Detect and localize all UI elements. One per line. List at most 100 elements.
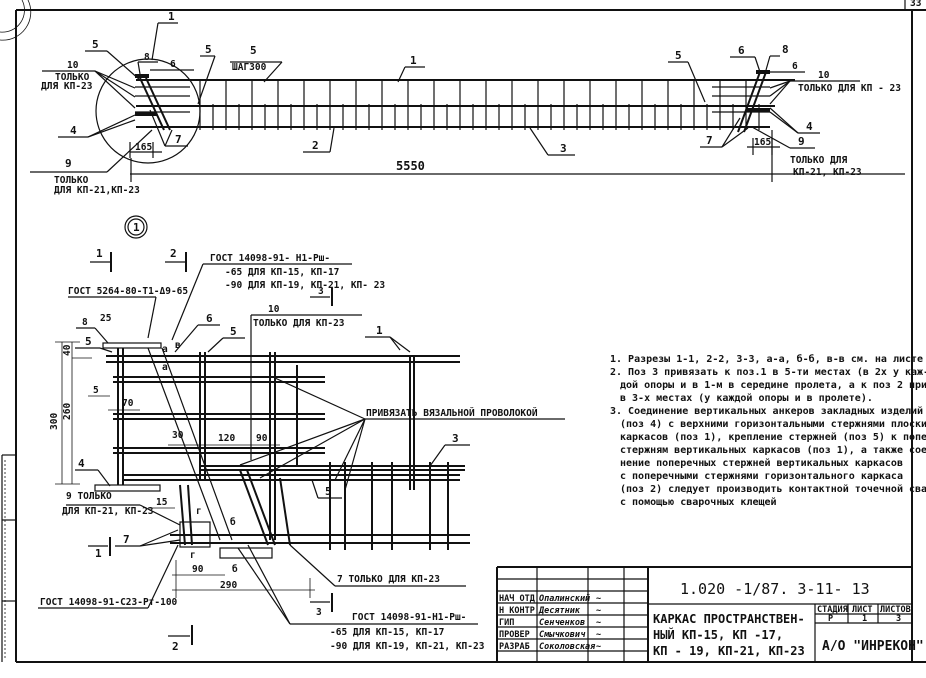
note-only-kp23-left-2: ДЛЯ КП-23 [41, 81, 93, 92]
callout-pos2: 2 [312, 139, 319, 152]
callout-pos5-left: 5 [92, 38, 99, 51]
callout-pos8-right: 8 [782, 43, 789, 56]
gost-14098-top-line2: -65 ДЛЯ КП-15, КП-17 [225, 267, 339, 278]
dim-90-upper: 90 [256, 433, 268, 444]
detail-callout-pos7: 7 [123, 533, 130, 546]
note-only-kp21-left-1: ТОЛЬКО [54, 175, 89, 186]
signature-name: Сенченков [539, 618, 585, 628]
detail-pos7-only-kp23: 7 ТОЛЬКО ДЛЯ КП-23 [337, 574, 440, 585]
detail-callout-pos5-a: 5 [85, 335, 92, 348]
section-v: в [175, 340, 181, 351]
gost-14098-bottom-line2: -65 ДЛЯ КП-15, КП-17 [330, 627, 444, 638]
callout-pos10-left: 10 [67, 60, 79, 71]
svg-text:3: 3 [316, 607, 322, 618]
callout-pos6-left: 6 [170, 59, 176, 70]
drawing-title-line1: КАРКАС ПРОСТРАНСТВЕН- [653, 612, 805, 626]
signature-mark: ~ [596, 630, 601, 640]
callout-pos1-mid: 1 [410, 54, 417, 67]
note-line: каркасов (поз 1), крепление стержней (по… [620, 431, 926, 443]
svg-text:3: 3 [318, 286, 324, 297]
detail-pos9-only-1: 9 ТОЛЬКО [66, 491, 112, 502]
detail-callout-pos5-b: 5 [230, 325, 237, 338]
section-g-upper: г [196, 506, 202, 517]
note-line: в 3-х местах (у каждой опоры и в пролете… [620, 392, 873, 404]
note-line: с поперечными стержнями горизонтального … [620, 471, 903, 482]
drawing-title-line2: НЫЙ КП-15, КП -17, [653, 627, 783, 642]
tie-wire-note: ПРИВЯЗАТЬ ВЯЗАЛЬНОЙ ПРОВОЛОКОЙ [366, 407, 538, 419]
dim-30: 30 [172, 430, 184, 441]
callout-pos5-mid: 5 [205, 43, 212, 56]
signature-role: НАЧ ОТД [499, 594, 535, 604]
sheet-value: 1 [862, 614, 867, 624]
signature-mark: ~ [596, 594, 601, 604]
callout-pos1-top: 1 [168, 10, 175, 23]
callout-pos3: 3 [560, 142, 567, 155]
note-only-kp21-left-2: ДЛЯ КП-21,КП-23 [54, 185, 140, 196]
note-line: 2. Поз 3 привязать к поз.1 в 5-ти местах… [610, 367, 926, 378]
gost-14098-bottom-line3: -90 ДЛЯ КП-19, КП-21, КП-23 [330, 641, 485, 652]
signature-role: РАЗРАБ [499, 642, 530, 652]
note-line: стержням вертикальных каркасов (поз 1), … [620, 445, 926, 456]
section-g-lower: г [190, 550, 196, 561]
dim-70: 70 [122, 398, 134, 409]
callout-pos6-right-a: 6 [738, 44, 745, 57]
note-line: с помощью сварочных клещей [620, 496, 777, 508]
section-b-upper: б [230, 517, 236, 528]
note-line: дой опоры и в 1-м в середине пролета, а … [620, 379, 926, 391]
drawing-frame: 33 [0, 0, 926, 663]
signature-mark: ~ [596, 642, 601, 652]
dim-40: 40 [62, 344, 73, 356]
callout-pos10-right: 10 [818, 70, 830, 81]
note-line: (поз 4) с верхними горизонтальными стерж… [620, 419, 926, 430]
document-code: 1.020 -1/87. 3-11- 13 [680, 580, 870, 598]
sheets-value: 3 [896, 614, 901, 624]
detail-lower-bars [329, 462, 449, 550]
callout-pos8-left: 8 [144, 52, 150, 63]
note-line: нение поперечных стержней вертикальных к… [620, 457, 903, 469]
svg-text:2: 2 [170, 247, 177, 260]
signature-role: ПРОВЕР [499, 630, 530, 640]
callout-pos5-step: 5 [250, 44, 257, 57]
dim-90-lower: 90 [192, 564, 204, 575]
callout-pos6-right-b: 6 [792, 61, 798, 72]
callout-pos5-right: 5 [675, 49, 682, 62]
section-a-upper: а [162, 344, 168, 355]
top-view-stirrups [199, 80, 760, 130]
detail-callout-pos5-c: 5 [325, 485, 332, 498]
callout-step-300: ШАГ300 [232, 62, 267, 73]
dim-120: 120 [218, 433, 235, 444]
overall-length-dim: 5550 [396, 159, 425, 173]
signature-mark: ~ [596, 606, 601, 616]
gost-14098-top-line3: -90 ДЛЯ КП-19, КП-21, КП- 23 [225, 280, 385, 291]
stamp-mark [0, 0, 32, 41]
dim-25: 25 [100, 313, 112, 324]
dim-300: 300 [49, 413, 60, 430]
note-line: 3. Соединение вертикальных анкеров закла… [610, 405, 923, 417]
callout-pos4-right: 4 [806, 120, 813, 133]
dim-260: 260 [62, 403, 73, 420]
section-mark-1-top: 1 [90, 247, 112, 272]
dim-5: 5 [93, 385, 99, 396]
section-mark-2-bottom: 2 [168, 625, 193, 653]
signature-mark: ~ [596, 618, 601, 628]
note-only-kp21-right-2: КП-21, КП-23 [793, 167, 862, 178]
detail-only-kp23-top: ТОЛЬКО ДЛЯ КП-23 [253, 318, 345, 329]
callout-pos9-left: 9 [65, 157, 72, 170]
section-mark-2-top: 2 [165, 247, 187, 272]
detail-callout-pos6: 6 [206, 312, 213, 325]
node-1-circle [95, 58, 201, 164]
callout-pos7-right: 7 [706, 134, 713, 147]
svg-text:1: 1 [96, 247, 103, 260]
signature-role: ГИП [499, 618, 514, 628]
gost-14098-c23-label: ГОСТ 14098-91-С23-Рт-100 [40, 597, 178, 608]
callout-pos7-left: 7 [175, 133, 182, 146]
organization: А/О "ИНРЕКОН" [822, 639, 924, 654]
gost-14098-bottom-line1: ГОСТ 14098-91-Н1-Рш- [352, 612, 466, 623]
detail-node-1: 1 1 2 3 ГОСТ 14098-91- Н1-Рш- -65 ДЛЯ КП… [38, 215, 565, 653]
signature-name: Смычкович [539, 630, 586, 640]
note-line: (поз 2) следует производить контактной т… [620, 483, 926, 495]
callout-pos4-left: 4 [70, 124, 77, 137]
stage-value: Р [828, 614, 833, 624]
dim-15: 15 [156, 497, 168, 508]
